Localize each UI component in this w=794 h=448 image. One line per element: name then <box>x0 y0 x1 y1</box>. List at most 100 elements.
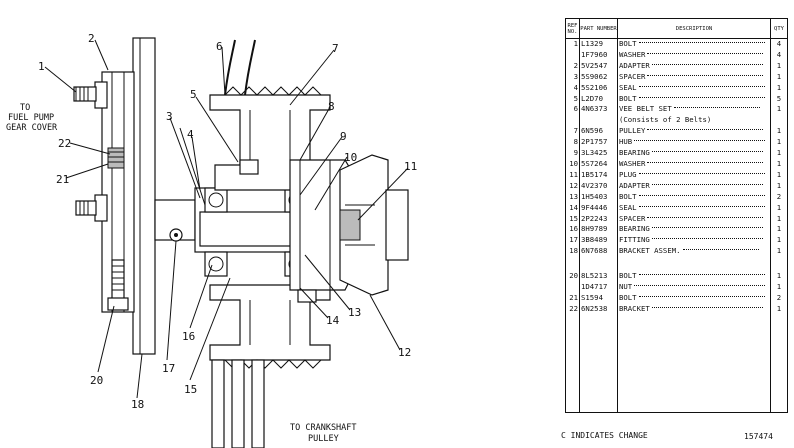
cell-desc: BOLT <box>617 38 771 50</box>
callout-11: 11 <box>404 160 417 173</box>
cell-desc <box>617 257 771 272</box>
callout-10: 10 <box>344 151 357 164</box>
bolt-lower-left <box>75 200 97 216</box>
cell-desc: WASHER <box>617 49 771 61</box>
callout-21: 21 <box>56 173 69 186</box>
cell-part <box>579 257 618 272</box>
cell-desc: BOLT <box>617 271 771 283</box>
cell-qty <box>770 115 788 127</box>
cell-desc: PULLEY <box>617 126 771 138</box>
cell-qty: 4 <box>770 38 788 50</box>
cell-desc: BRACKET <box>617 303 771 315</box>
cell-ref: 17 <box>565 235 580 247</box>
cell-qty: 1 <box>770 213 788 225</box>
cell-qty: 4 <box>770 49 788 61</box>
cell-qty: 2 <box>770 191 788 203</box>
bracket-22 <box>107 147 125 169</box>
callout-17: 17 <box>162 362 175 375</box>
cell-qty <box>770 257 788 272</box>
cell-qty: 1 <box>770 169 788 181</box>
header-description: DESCRIPTION <box>617 18 771 39</box>
cell-qty: 1 <box>770 60 788 72</box>
cell-desc: PLUG <box>617 169 771 181</box>
svg-text:GEAR COVER: GEAR COVER <box>6 123 58 133</box>
cell-qty: 1 <box>770 224 788 236</box>
cell-ref <box>565 49 580 61</box>
vee-belt-set-6 <box>211 39 265 448</box>
cell-ref <box>565 314 580 413</box>
table-row <box>565 257 788 272</box>
cell-desc: ADAPTER <box>617 180 771 192</box>
cell-part: 5S2106 <box>579 82 618 94</box>
cell-ref: 5 <box>565 93 580 105</box>
cell-part: 1B5174 <box>579 169 618 181</box>
cell-qty: 1 <box>770 71 788 83</box>
cell-part: 3L3425 <box>579 148 618 159</box>
cell-ref: 10 <box>565 158 580 170</box>
callout-numbers: 1 2 3 4 5 6 7 8 9 10 11 12 13 14 15 16 1… <box>38 32 417 411</box>
mounting-plate <box>94 37 156 355</box>
callout-20: 20 <box>90 374 103 387</box>
cell-ref: 1 <box>565 38 580 50</box>
leader-dots <box>647 161 764 163</box>
cell-qty: 1 <box>770 202 788 214</box>
callout-13: 13 <box>348 306 361 319</box>
cell-ref: 11 <box>565 169 580 181</box>
leader-dots <box>638 42 765 43</box>
callout-16: 16 <box>182 330 195 343</box>
callout-5: 5 <box>190 88 197 101</box>
cell-part <box>579 314 618 413</box>
callout-9: 9 <box>340 130 347 143</box>
cell-part <box>579 115 618 127</box>
cell-desc: SEAL <box>617 82 771 94</box>
callout-6: 6 <box>216 40 223 53</box>
callout-14: 14 <box>326 314 340 327</box>
cell-desc: NUT <box>617 282 771 293</box>
cell-qty: 2 <box>770 292 788 304</box>
cell-part: 5S7264 <box>579 158 618 170</box>
svg-text:TO: TO <box>20 103 30 113</box>
cell-desc: WASHER <box>617 158 771 170</box>
leader-dots <box>651 238 763 240</box>
cell-qty: 5 <box>770 93 788 105</box>
leader-dots <box>638 295 765 297</box>
fitting-17 <box>169 228 183 242</box>
callout-2: 2 <box>88 32 95 45</box>
cell-desc: ADAPTER <box>617 60 771 72</box>
cell-desc: BOLT <box>617 292 771 304</box>
cell-desc: HUB <box>617 137 771 149</box>
adapter-12 <box>339 154 409 296</box>
table-row <box>565 314 788 413</box>
cell-ref: 6 <box>565 104 580 116</box>
cell-part: 5V2547 <box>579 60 618 72</box>
cell-ref: 13 <box>565 191 580 203</box>
callout-15: 15 <box>184 383 197 396</box>
cell-ref <box>565 115 580 127</box>
callout-22: 22 <box>58 137 71 150</box>
cell-part: L2D70 <box>579 93 618 105</box>
cell-part: 5S9062 <box>579 71 618 83</box>
leader-dots <box>673 107 760 109</box>
cell-ref: 8 <box>565 137 580 149</box>
cell-ref: 3 <box>565 71 580 83</box>
cell-qty: 1 <box>770 282 788 293</box>
table-row: (Consists of 2 Belts) <box>565 115 788 127</box>
cell-qty: 1 <box>770 137 788 149</box>
bolt-1 <box>73 86 97 102</box>
leader-dots <box>647 129 764 131</box>
callout-4: 4 <box>187 128 194 141</box>
cell-part: 8H9789 <box>579 224 618 236</box>
svg-text:TO CRANKSHAFT: TO CRANKSHAFT <box>290 423 357 433</box>
cell-ref: 2 <box>565 60 580 72</box>
cell-part: 2P2243 <box>579 213 618 225</box>
